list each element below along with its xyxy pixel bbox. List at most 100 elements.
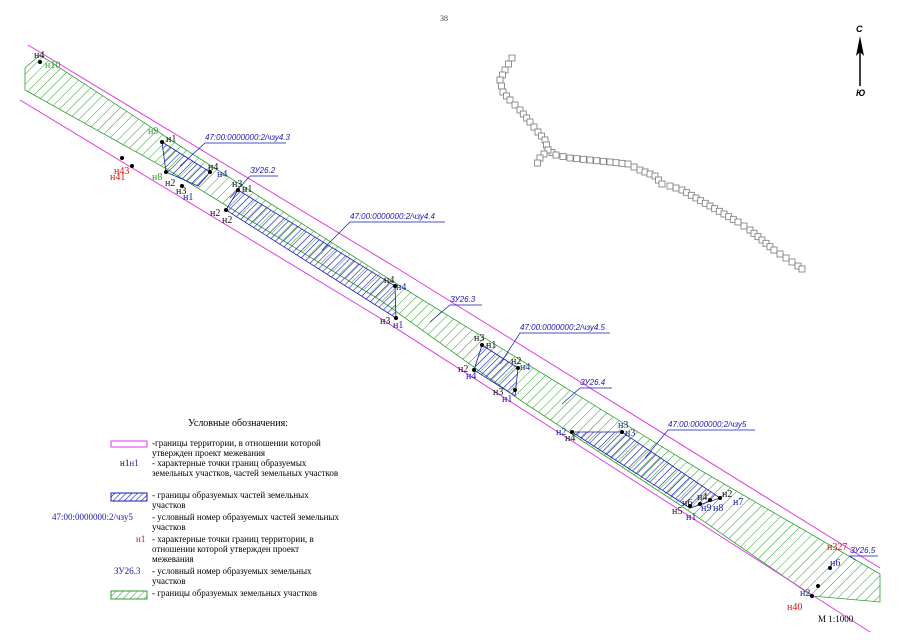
pt-n1-g: н1 xyxy=(686,512,696,523)
route-segment xyxy=(519,110,527,118)
pt-n9-b: н9 xyxy=(701,503,711,514)
route-segment xyxy=(599,157,607,165)
pt-n10: н10 xyxy=(45,60,60,71)
route-segment xyxy=(606,158,614,166)
pt-n2-c: н2 xyxy=(222,215,232,226)
route-segment xyxy=(566,154,574,162)
pt-n4-h: н4 xyxy=(565,433,575,444)
pt-n4-a: н4 xyxy=(34,50,44,61)
route-segment xyxy=(624,160,632,168)
part-segment-44 xyxy=(225,189,397,319)
route-segment xyxy=(586,156,594,164)
blue-hatch-icon xyxy=(110,492,148,502)
route-segment xyxy=(651,172,659,180)
part-segment-43 xyxy=(161,141,211,187)
leader-zu264 xyxy=(561,387,612,405)
pt-n4-b: н4 xyxy=(208,162,218,173)
legend-title: Условные обозначения: xyxy=(188,418,289,429)
pt-n9: н9 xyxy=(148,126,158,137)
pt-n6: н6 xyxy=(682,498,692,509)
pt-n1-b: н1 xyxy=(183,192,193,203)
route-segment xyxy=(593,157,601,165)
route-segment xyxy=(499,88,507,96)
route-segment xyxy=(782,254,790,262)
route-segment xyxy=(630,163,638,171)
pt-n7: н7 xyxy=(733,497,743,508)
pt-n4-g: н4 xyxy=(520,362,530,373)
pt-n2-d: н2 xyxy=(458,364,468,375)
leader-chzu5 xyxy=(644,429,755,459)
route-segment xyxy=(618,159,626,167)
pt-n2-h: н2 xyxy=(800,588,810,599)
route-segment xyxy=(655,176,662,184)
plot-label-sample: ЗУ26.3 xyxy=(114,566,141,576)
pt-n2-f: н2 xyxy=(556,427,566,438)
label-chzu5: 47:00:0000000:2/чзу5 xyxy=(668,420,747,429)
label-chzu45: 47:00:0000000:2/чзу4.5 xyxy=(520,323,606,332)
pt-n4-f: н4 xyxy=(466,371,476,382)
label-zu262: ЗУ26.2 xyxy=(250,166,276,175)
route-segment xyxy=(498,82,505,90)
overview-route xyxy=(496,54,806,273)
pt-n1-d: н1 xyxy=(393,320,403,331)
route-segment xyxy=(788,258,796,266)
north-arrow-icon: С Ю xyxy=(850,24,870,104)
pt-n2-g: н2 xyxy=(722,489,732,500)
route-segment xyxy=(534,128,542,136)
pt-n3-b: н3 xyxy=(232,179,242,190)
green-hatch-icon xyxy=(110,590,148,600)
legend-text: - условный номер образуемых земельных уч… xyxy=(152,566,312,586)
pt-n1-c: н1 xyxy=(242,184,252,195)
route-segment xyxy=(544,146,552,154)
pt-n1-f: н1 xyxy=(502,394,512,405)
route-segment xyxy=(508,54,516,62)
pt-n3-d: н3 xyxy=(474,333,484,344)
label-chzu44: 47:00:0000000:2/чзу4.4 xyxy=(350,212,436,221)
route-segment xyxy=(552,151,560,159)
route-segment xyxy=(503,92,510,100)
label-chzu43: 47:00:0000000:2/чзу4.3 xyxy=(205,133,291,142)
label-zu264: ЗУ26.4 xyxy=(580,378,606,387)
pt-n3-a: н3 xyxy=(176,186,186,197)
leader-zu265 xyxy=(849,555,878,561)
pt-n327: н327 xyxy=(827,542,847,553)
pt-n2-e: н2 xyxy=(511,356,521,367)
pt-n3-e: н3 xyxy=(493,387,503,398)
legend-text: - характерные точки границ образуемых зе… xyxy=(152,458,339,478)
pt-n3-f: н3 xyxy=(618,420,628,431)
route-segment xyxy=(776,250,784,258)
leader-chzu44 xyxy=(321,221,445,251)
route-segment xyxy=(573,155,581,163)
route-segment xyxy=(526,118,534,126)
pt-n3-c: н3 xyxy=(380,316,390,327)
north-label: С xyxy=(856,24,863,34)
label-zu265: ЗУ26.5 xyxy=(850,546,876,555)
territory-boundary-upper xyxy=(27,44,881,569)
boundary-rect-icon xyxy=(110,440,148,448)
legend-text: - характерные точки границ территории, в… xyxy=(152,534,314,564)
route-segment xyxy=(511,101,519,109)
pt-n8-b: н8 xyxy=(713,503,723,514)
territory-boundary-lower xyxy=(19,99,871,633)
route-segment xyxy=(559,153,567,160)
route-segment xyxy=(672,184,680,192)
leader-zu263 xyxy=(429,304,482,323)
route-segment xyxy=(496,76,504,84)
red-point-icon: н1 xyxy=(136,534,146,544)
route-segment xyxy=(798,265,806,273)
legend-text: - условный номер образуемых частей земел… xyxy=(152,512,340,532)
route-segment xyxy=(770,246,778,254)
pt-n6-b: н6 xyxy=(830,558,840,569)
leader-chzu43 xyxy=(179,142,286,167)
pt-n4-c: н4 xyxy=(217,169,227,180)
legend-text: - границы образуемых земельных участков xyxy=(152,588,318,598)
pt-n40: н40 xyxy=(787,602,802,613)
route-segment xyxy=(534,159,541,167)
route-segment xyxy=(540,150,548,158)
pt-n5: н5 xyxy=(672,506,682,517)
pt-n1-e: н1 xyxy=(486,340,496,351)
route-segment xyxy=(612,159,620,167)
label-zu263: ЗУ26.3 xyxy=(450,295,476,304)
cad-label-sample: 47:00:0000000:2/чзу5 xyxy=(52,512,133,522)
